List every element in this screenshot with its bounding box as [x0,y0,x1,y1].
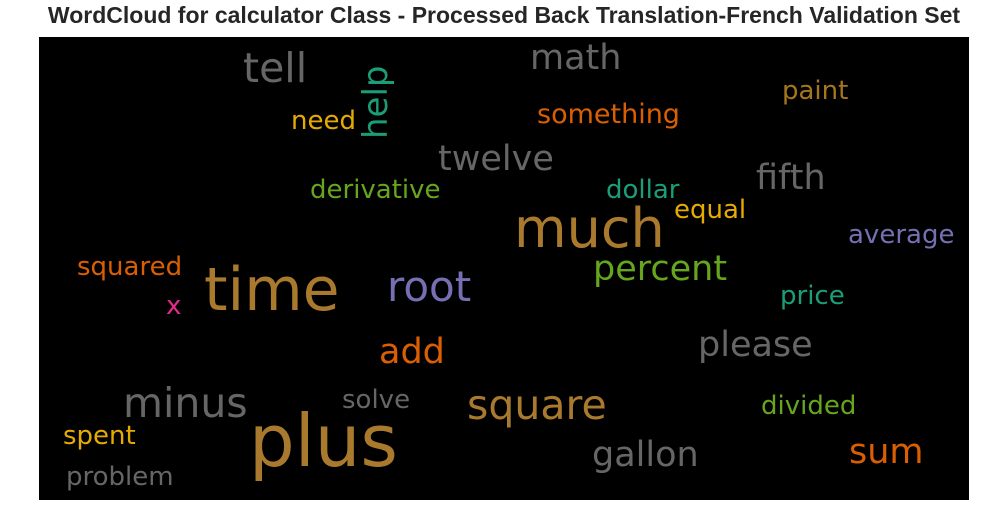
word-square: square [467,381,607,429]
word-something: something [537,99,680,130]
word-solve: solve [342,385,411,415]
word-twelve: twelve [438,139,554,179]
word-fifth: fifth [756,158,826,198]
word-divided: divided [761,391,857,421]
word-minus: minus [123,379,248,427]
word-price: price [780,281,845,311]
word-add: add [379,332,445,372]
word-please: please [698,325,813,365]
word-help: help [356,65,396,140]
word-squared: squared [77,252,183,282]
word-much: much [514,197,665,260]
word-sum: sum [849,432,924,472]
word-root: root [387,262,472,311]
word-derivative: derivative [310,175,441,205]
word-paint: paint [782,76,849,106]
word-gallon: gallon [592,435,699,475]
wordcloud-canvas: plus time much root square minus tell percent ga… [39,37,969,500]
word-time: time [204,255,340,325]
word-average: average [848,220,955,250]
word-problem: problem [66,462,174,492]
chart-title: WordCloud for calculator Class - Process… [47,2,961,28]
word-x: x [166,291,182,321]
word-equal: equal [674,195,747,225]
word-math: math [530,38,622,78]
word-need: need [291,106,356,136]
word-percent: percent [593,249,728,289]
word-tell: tell [243,44,308,92]
word-dollar: dollar [606,175,680,205]
word-spent: spent [63,421,136,451]
word-plus: plus [249,399,398,483]
